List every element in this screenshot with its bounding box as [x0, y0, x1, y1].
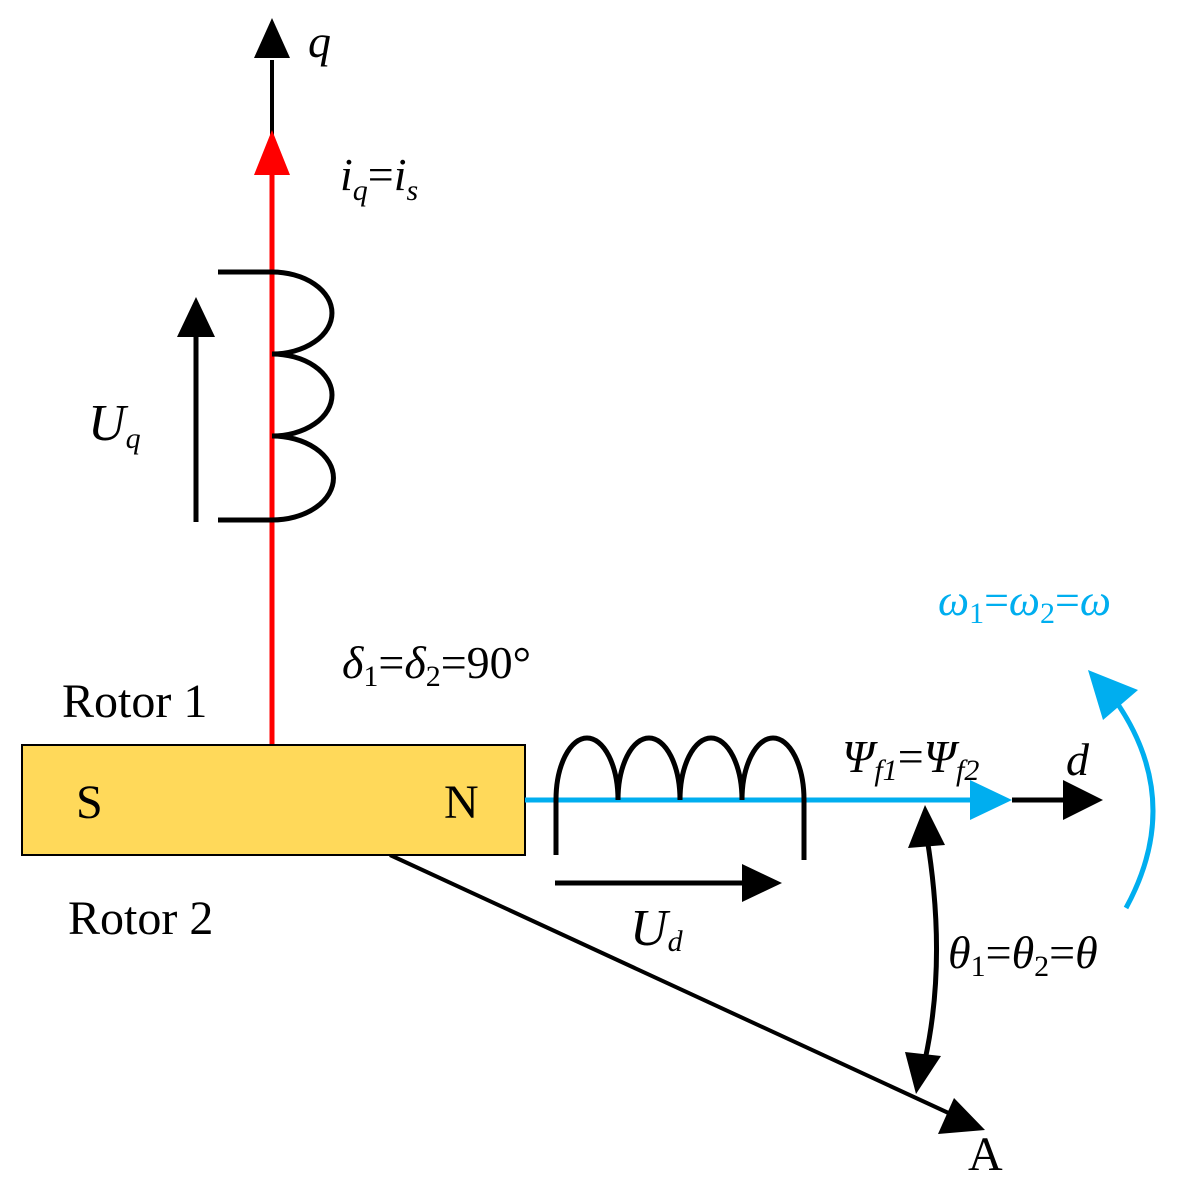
- rotor-1-label: Rotor 1: [62, 675, 207, 728]
- theta-arc-bottom-arrowhead: [905, 1052, 941, 1094]
- q-axis-label: q: [308, 16, 331, 67]
- q-winding-coil: [218, 269, 336, 523]
- ud-arrowhead: [742, 864, 782, 902]
- delta-label: δ1=δ2=90°: [342, 637, 531, 693]
- theta-angle-arc: [922, 837, 940, 1061]
- iq-equals-is-label: iq=is: [340, 149, 418, 207]
- theta-arc-top-arrowhead: [908, 805, 945, 848]
- a-axis-arrowhead: [938, 1098, 985, 1134]
- psi-flux-arrowhead: [970, 780, 1012, 820]
- a-axis-line: [389, 853, 956, 1118]
- ud-label: Ud: [630, 900, 684, 958]
- d-axis-label: d: [1066, 734, 1090, 785]
- iq-current-arrowhead: [254, 130, 290, 175]
- q-axis-arrowhead: [254, 18, 290, 58]
- uq-arrowhead: [177, 297, 215, 337]
- magnet-south-label: S: [76, 776, 103, 829]
- d-axis-arrowhead: [1063, 780, 1103, 820]
- permanent-magnet: [21, 744, 526, 856]
- omega-arc-arrowhead: [1088, 670, 1138, 720]
- magnet-north-label: N: [444, 776, 479, 829]
- a-axis-label: A: [968, 1128, 1003, 1181]
- psi-flux-label: Ψf1=Ψf2: [842, 731, 979, 787]
- d-winding-coil: [553, 735, 807, 860]
- theta-label: θ1=θ2=θ: [948, 927, 1098, 983]
- omega-label: ω1=ω2=ω: [938, 576, 1111, 630]
- uq-label: Uq: [88, 395, 141, 455]
- rotor-2-label: Rotor 2: [68, 892, 213, 945]
- omega-rotation-arc: [1112, 698, 1156, 910]
